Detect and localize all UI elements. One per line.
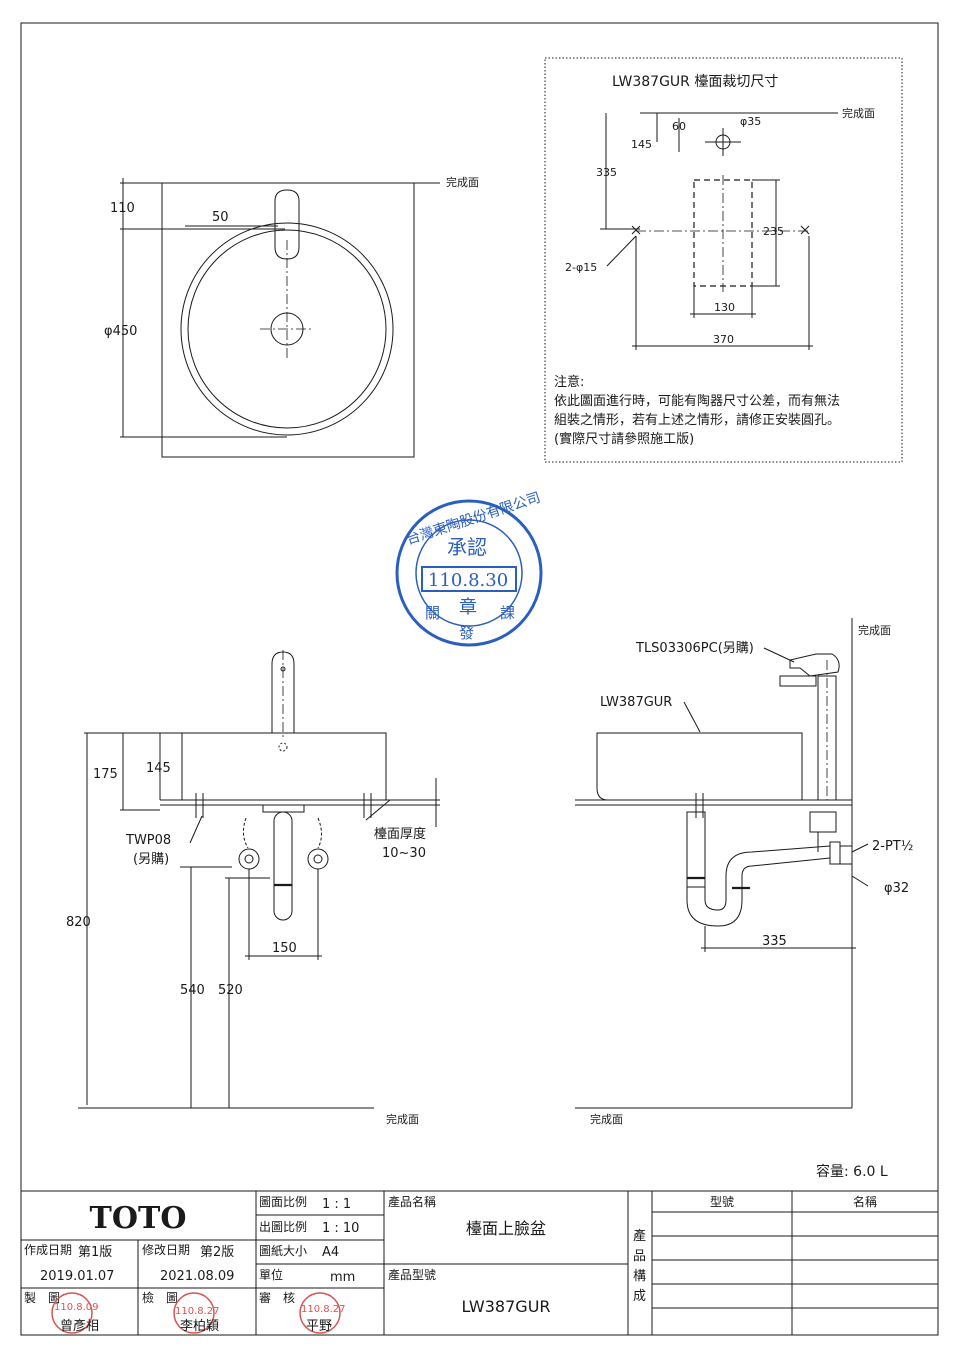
dim-175: 175 (93, 767, 118, 782)
dim-145-front: 145 (146, 761, 171, 776)
reviewer-date: 110.8.27 (301, 1304, 346, 1315)
side-view: 完成面 TLS03306PC(另購) LW387GUR 2-PT½ φ32 33… (575, 618, 913, 1126)
finish-surface-label: 完成面 (446, 175, 479, 189)
revised-label: 修改日期 (142, 1242, 190, 1257)
drain-side (686, 811, 706, 888)
dim-32: φ32 (884, 881, 909, 896)
maker-label: 製 圖 (24, 1291, 60, 1305)
basin-model: LW387GUR (600, 695, 672, 710)
paper-size: A4 (322, 1245, 339, 1260)
dim-35: φ35 (740, 115, 761, 128)
product-model-label: 產品型號 (388, 1267, 436, 1282)
stamp-right: 課 (500, 604, 515, 622)
dim-335: 335 (596, 166, 617, 179)
counter-outline (161, 182, 415, 458)
stamp-left: 關 (425, 604, 440, 622)
dim-diameter-450: φ450 (104, 324, 137, 339)
stamp-date: 110.8.30 (428, 570, 508, 591)
composition-2: 品 (633, 1249, 646, 1264)
basin-inner-rim (187, 229, 387, 429)
checker-date: 110.8.27 (175, 1306, 220, 1317)
top-view: 完成面 110 50 φ450 (104, 175, 479, 458)
revised-date: 2021.08.09 (160, 1269, 234, 1284)
model-header: 型號 (710, 1195, 734, 1209)
dim-150: 150 (272, 941, 297, 956)
side-finish-surface-top: 完成面 (858, 623, 891, 637)
output-scale-label: 出圖比例 (259, 1220, 307, 1234)
created-date: 2019.01.07 (40, 1269, 114, 1284)
composition-1: 產 (633, 1228, 646, 1244)
created-label: 作成日期 (24, 1243, 72, 1257)
note-line-1: 依此圖面進行時，可能有陶器尺寸公差，而有無法 (554, 393, 840, 409)
counter-thickness-range: 10~30 (382, 846, 426, 861)
dim-130: 130 (714, 301, 735, 314)
name-header: 名稱 (853, 1194, 877, 1209)
dim-145: 145 (631, 138, 652, 151)
dim-50: 50 (212, 210, 229, 225)
dim-2x15: 2-φ15 (565, 261, 597, 274)
twp-note: (另購) (133, 852, 169, 867)
title-block: TOTO 作成日期 第1版 2019.01.07 修改日期 第2版 2021.0… (20, 1190, 939, 1336)
edition-1: 第1版 (78, 1245, 112, 1260)
side-finish-surface-bottom: 完成面 (590, 1112, 623, 1126)
checker-name: 李柏穎 (180, 1319, 219, 1334)
note-line-3: (實際尺寸請參照施工版) (554, 431, 694, 447)
brand-logo: TOTO (90, 1201, 187, 1236)
capacity: 容量: 6.0 L (816, 1163, 888, 1180)
edition-2: 第2版 (200, 1245, 234, 1260)
twp-model: TWP08 (125, 833, 171, 848)
reviewer-name: 平野 (306, 1319, 332, 1334)
dim-520: 520 (218, 983, 243, 998)
cutout-panel: LW387GUR 檯面裁切尺寸 完成面 60 φ35 145 335 235 2… (544, 57, 903, 463)
stop-valve-left (238, 848, 260, 870)
sheet-border (20, 22, 939, 1336)
drawing-scale: 1 : 1 (322, 1197, 351, 1212)
front-finish-surface: 完成面 (386, 1112, 419, 1126)
stamp-seal: 章 (459, 597, 477, 618)
product-model: LW387GUR (461, 1297, 550, 1316)
note-title: 注意: (554, 374, 584, 390)
p-trap (704, 845, 831, 911)
stop-valve-right (307, 848, 329, 870)
front-view: 175 145 檯面厚度 10~30 TWP08 (另購) 820 150 54… (66, 650, 440, 1126)
cutout-title: LW387GUR 檯面裁切尺寸 (612, 74, 778, 90)
drain-tailpiece (273, 811, 293, 921)
dim-335-side: 335 (762, 934, 787, 949)
dim-820: 820 (66, 915, 91, 930)
cutout-dotted-border (544, 57, 903, 463)
pt-thread: 2-PT½ (872, 839, 913, 854)
dim-235: 235 (763, 225, 784, 238)
cutout-finish-surface: 完成面 (842, 106, 875, 120)
dim-370: 370 (713, 333, 734, 346)
stamp-bottom: 發 (459, 624, 474, 642)
faucet-front (271, 651, 295, 734)
basin-outer-rim (180, 222, 394, 436)
maker-name: 曾彥相 (60, 1318, 99, 1334)
dim-110: 110 (110, 201, 135, 216)
faucet-model: TLS03306PC(另購) (635, 641, 754, 656)
product-name: 檯面上臉盆 (466, 1219, 546, 1238)
note-line-2: 組裝之情形，若有上述之情形，請修正安裝圓孔。 (554, 412, 840, 428)
drawing-scale-label: 圖面比例 (259, 1195, 307, 1209)
checker-label: 檢 圖 (142, 1290, 178, 1305)
unit: mm (330, 1270, 355, 1285)
faucet-side (789, 653, 840, 677)
approval-stamp: 台灣東陶股份有限公司 承認 110.8.30 章 關 發 課 (395, 490, 543, 647)
maker-date: 110.8.09 (54, 1302, 99, 1313)
paper-label: 圖紙大小 (259, 1243, 307, 1258)
basin-front (181, 732, 387, 801)
basin-side (596, 732, 803, 801)
counter-thickness-label: 檯面厚度 (374, 826, 426, 842)
stamp-approve: 承認 (447, 535, 487, 559)
unit-label: 單位 (259, 1267, 283, 1282)
composition-4: 成 (633, 1289, 646, 1304)
output-scale: 1 : 10 (322, 1221, 359, 1236)
product-name-label: 產品名稱 (388, 1194, 436, 1209)
faucet-top-outline (274, 189, 300, 260)
review-label: 審 核 (259, 1290, 295, 1305)
dim-540: 540 (180, 983, 205, 998)
composition-3: 構 (633, 1269, 646, 1284)
